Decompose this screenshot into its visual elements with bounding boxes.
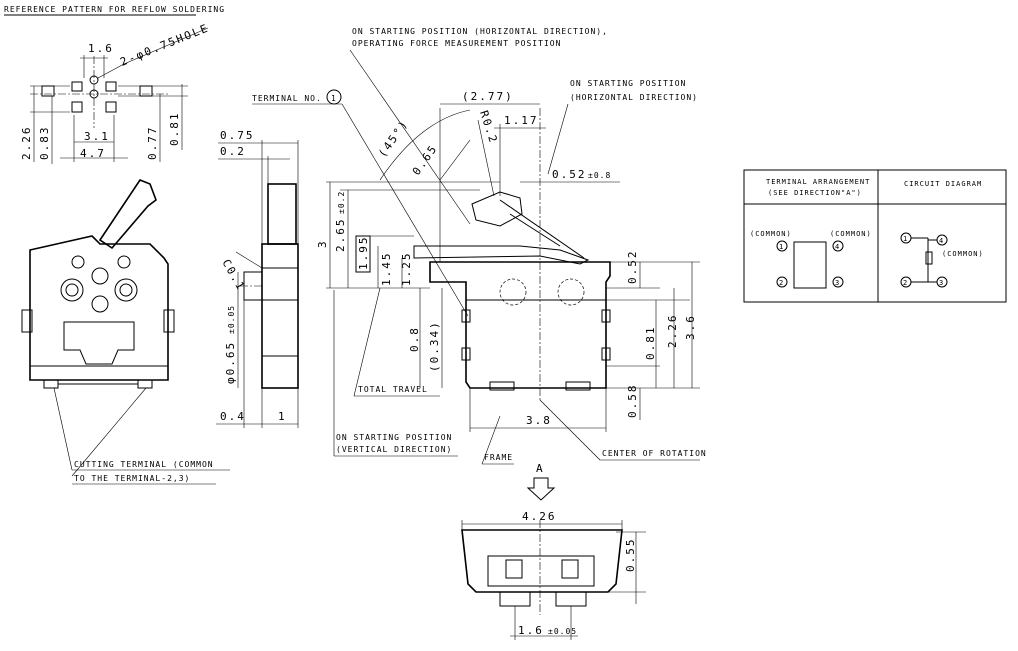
dim-45: (45°): [376, 117, 411, 160]
dim-0-58: 0.58: [626, 384, 639, 419]
table-col2-title: CIRCUIT DIAGRAM: [904, 180, 982, 188]
term-1: 1: [779, 243, 784, 251]
dim-1-6-bottom: 1.6: [518, 624, 544, 637]
on-start-horiz-force-2: OPERATING FORCE MEASUREMENT POSITION: [352, 39, 561, 48]
dim-2-65: 2.65: [334, 218, 347, 253]
dim-0-52: 0.52: [552, 168, 587, 181]
cutting-terminal-label-2: TO THE TERMINAL-2,3): [74, 474, 190, 483]
front-view: CUTTING TERMINAL (COMMON TO THE TERMINAL…: [21, 179, 230, 485]
common-right: (COMMON): [830, 230, 872, 238]
dim-0-4: 0.4: [220, 410, 246, 423]
view-a-label: A: [536, 462, 545, 475]
common-circuit: (COMMON): [942, 250, 984, 258]
arrow-down-icon: [526, 477, 556, 501]
circuit-term-4: 4: [939, 237, 944, 245]
terminal-table: TERMINAL ARRANGEMENT (SEE DIRECTION"A") …: [743, 169, 1007, 303]
dim-2-65-tol: ±0.2: [337, 191, 346, 214]
term-3: 3: [835, 279, 840, 287]
on-start-horiz-force-1: ON STARTING POSITION (HORIZONTAL DIRECTI…: [352, 27, 608, 36]
frame-label: FRAME: [484, 453, 513, 462]
dim-3-6: 3.6: [684, 314, 697, 340]
dim-phi-0-65-tol: ±0.05: [227, 305, 236, 334]
dim-1-17: 1.17: [504, 114, 539, 127]
table-col1-title-2: (SEE DIRECTION"A"): [768, 189, 862, 197]
on-start-vert-1: ON STARTING POSITION: [336, 433, 452, 442]
main-view: (2.77) 1.17 R0.2 (45°) 0.65 0.52 ±0.8 3 …: [252, 27, 707, 465]
dim-0-34: (0.34): [428, 320, 441, 372]
on-start-horiz-1: ON STARTING POSITION: [570, 79, 686, 88]
dim-4-7: 4.7: [80, 147, 106, 160]
table-col1-title-1: TERMINAL ARRANGEMENT: [766, 178, 870, 186]
cutting-terminal-label-1: CUTTING TERMINAL (COMMON: [74, 460, 214, 469]
dim-1-25: 1.25: [400, 252, 413, 287]
dim-3-1: 3.1: [84, 130, 110, 143]
dim-4-26: 4.26: [522, 510, 557, 523]
circuit-term-3: 3: [939, 279, 944, 287]
dim-1-6-bottom-tol: ±0.05: [548, 627, 577, 636]
dim-3-8: 3.8: [526, 414, 552, 427]
on-start-vert-2: (VERTICAL DIRECTION): [336, 445, 452, 454]
view-a: A 4.26 0.55 1.6 ±0.05: [461, 462, 646, 640]
dim-0-77: 0.77: [146, 126, 159, 161]
hole-spec: 2-φ0.75HOLE: [118, 21, 211, 69]
dim-0-83: 0.83: [38, 126, 51, 161]
reference-pattern-view: REFERENCE PATTERN FOR REFLOW SOLDERING 1…: [4, 5, 225, 164]
terminal-no-label: TERMINAL NO.: [252, 94, 322, 103]
term-2: 2: [779, 279, 784, 287]
dim-0-52-right: 0.52: [626, 250, 639, 285]
dim-0-52-tol: ±0.8: [588, 171, 611, 180]
dim-phi-0-65: φ0.65: [224, 341, 237, 384]
total-travel-label: TOTAL TRAVEL: [358, 385, 428, 394]
dim-0-75: 0.75: [220, 129, 255, 142]
reference-pattern-title: REFERENCE PATTERN FOR REFLOW SOLDERING: [4, 5, 225, 14]
on-start-horiz-2: (HORIZONTAL DIRECTION): [570, 93, 698, 102]
dim-0-8: 0.8: [408, 326, 421, 352]
dim-1-6-top: 1.6: [88, 42, 114, 55]
dim-0-65: 0.65: [410, 142, 440, 178]
dim-0-55: 0.55: [624, 538, 637, 573]
common-left: (COMMON): [750, 230, 792, 238]
dim-1-95: 1.95: [357, 236, 370, 271]
center-of-rotation-label: CENTER OF ROTATION: [602, 449, 707, 458]
circuit-term-1: 1: [903, 235, 908, 243]
dim-1-45: 1.45: [380, 252, 393, 287]
dim-0-2: 0.2: [220, 145, 246, 158]
dim-3: 3: [316, 239, 329, 248]
dim-2-26-right: 2.26: [666, 314, 679, 349]
terminal-no-circle: 1: [331, 94, 337, 103]
dim-0-81-top: 0.81: [168, 112, 181, 147]
dim-0-81-right: 0.81: [644, 326, 657, 361]
dim-2-77: (2.77): [462, 90, 514, 103]
term-4: 4: [835, 243, 840, 251]
dim-2-26-left: 2.26: [20, 126, 33, 161]
dim-r0-2: R0.2: [477, 109, 500, 146]
dim-1: 1: [278, 410, 287, 423]
side-view: 0.75 0.2 C0.1 φ0.65 ±0.05 0.4 1: [216, 129, 299, 428]
circuit-term-2: 2: [903, 279, 908, 287]
